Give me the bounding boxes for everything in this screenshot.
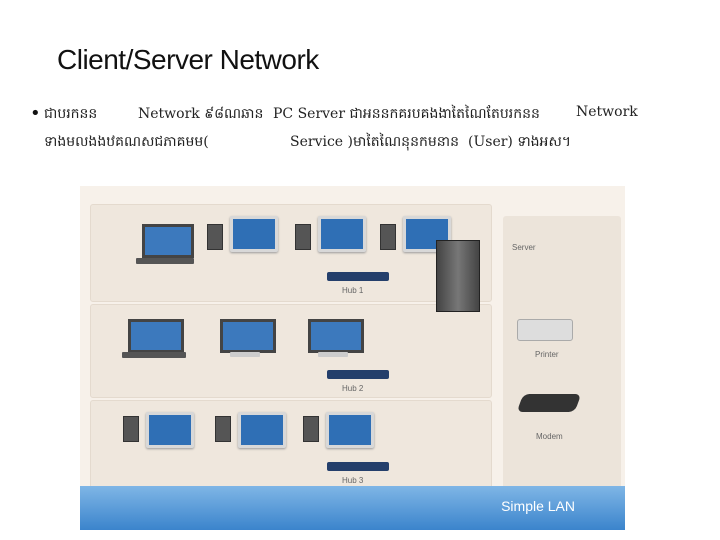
- laptop-base: [136, 258, 194, 264]
- bullet-text-2a: ទាងមលងងឋគណសជភាគមម(: [44, 134, 209, 150]
- footer-label: Simple LAN: [501, 498, 575, 514]
- printer-icon: [517, 319, 573, 341]
- bullet-line-1: ជាបរកនន Network ៩៨ណឆាន PC Server ជាអន​នក…: [0, 104, 720, 124]
- monitor-icon: [326, 412, 374, 448]
- hub-3-label: Hub 3: [342, 476, 364, 485]
- bullet-text-2b: Service )មាតៃណៃនុនកមនាន: [290, 134, 459, 150]
- slide-title: Client/Server Network: [57, 44, 319, 75]
- bullet-text-1c: PC Server ជាអន​នកគរបគងងាតៃណៃតែបរកនន: [273, 106, 540, 122]
- bullet-line-2: ទាងមលងងឋគណសជភាគមម( Service )មាតៃណៃនុនកមន…: [0, 132, 720, 152]
- server-icon: [436, 240, 480, 312]
- tower-icon: [380, 224, 396, 250]
- hub-1-label: Hub 1: [342, 286, 364, 295]
- laptop-base: [122, 352, 186, 358]
- hub-icon: [327, 370, 389, 379]
- printer-label: Printer: [535, 350, 559, 359]
- keyboard-icon: [230, 352, 260, 357]
- hub-icon: [327, 272, 389, 281]
- modem-label: Modem: [536, 432, 563, 441]
- modem-icon: [516, 394, 582, 412]
- laptop-icon: [220, 319, 276, 353]
- diagram-footer-bar: Simple LAN: [80, 486, 625, 530]
- bullet-dot: •: [30, 103, 41, 124]
- tower-icon: [207, 224, 223, 250]
- bullet-text-1b: Network ៩៨ណឆាន: [138, 106, 264, 122]
- tower-icon: [123, 416, 139, 442]
- laptop-icon: [142, 224, 194, 258]
- monitor-icon: [230, 216, 278, 252]
- tower-icon: [303, 416, 319, 442]
- server-label: Server: [512, 243, 536, 252]
- monitor-icon: [238, 412, 286, 448]
- laptop-icon: [128, 319, 184, 353]
- bullet-text-1a: ជាបរកនន: [44, 106, 98, 122]
- tower-icon: [215, 416, 231, 442]
- tower-icon: [295, 224, 311, 250]
- bullet-text-1d: Network: [576, 104, 638, 120]
- laptop-icon: [308, 319, 364, 353]
- monitor-icon: [146, 412, 194, 448]
- keyboard-icon: [318, 352, 348, 357]
- hub-2-label: Hub 2: [342, 384, 364, 393]
- hub-icon: [327, 462, 389, 471]
- network-diagram: Hub 1 Hub 2 Hub 3 Server Printer Modem S…: [80, 186, 625, 530]
- device-panel: [503, 216, 621, 496]
- bullet-text-2c: (User) ទាងអស។: [468, 134, 571, 150]
- monitor-icon: [318, 216, 366, 252]
